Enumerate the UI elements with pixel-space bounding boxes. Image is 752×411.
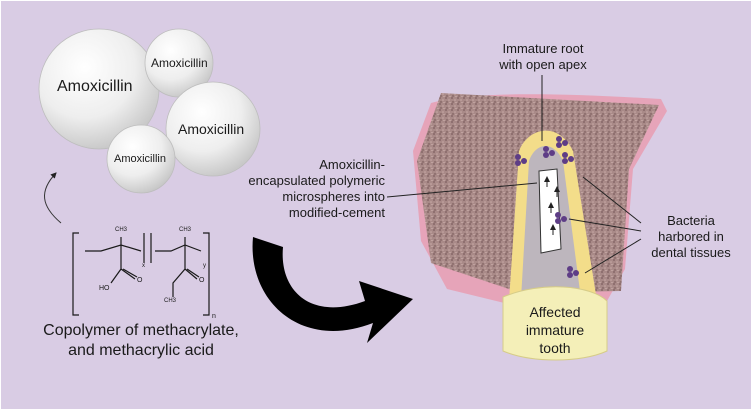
microspheres-label: Amoxicillin- encapsulated polymeric micr… bbox=[245, 157, 385, 221]
pointer-lines bbox=[386, 75, 642, 274]
big-curved-arrow bbox=[252, 237, 413, 343]
label-line: tooth bbox=[539, 340, 571, 356]
label-line: dental tissues bbox=[651, 245, 731, 260]
formula-o: O bbox=[199, 277, 205, 284]
sphere-label: Amoxicillin bbox=[151, 56, 208, 70]
canal-space bbox=[538, 168, 562, 254]
sphere-label: Amoxicillin bbox=[114, 153, 166, 165]
formula-ch3: CH3 bbox=[115, 227, 128, 233]
label-line: harbored in bbox=[658, 229, 724, 244]
label-line: Affected bbox=[529, 304, 581, 320]
formula-subscript-x: x bbox=[142, 263, 145, 269]
label-line: Immature root bbox=[502, 41, 584, 56]
sphere-bottom bbox=[106, 124, 176, 194]
formula-subscript-n: n bbox=[212, 313, 216, 320]
polymer-structure bbox=[72, 232, 210, 316]
formula-o: O bbox=[137, 277, 143, 284]
sphere-label: Amoxicillin bbox=[178, 121, 245, 137]
label-line: microspheres into bbox=[282, 189, 385, 204]
bacteria-clusters bbox=[515, 136, 579, 278]
polymer-caption-line: and methacrylic acid bbox=[68, 342, 214, 359]
label-line: with open apex bbox=[499, 57, 587, 72]
formula-ho: HO bbox=[99, 285, 110, 292]
sphere-label: Amoxicillin bbox=[57, 78, 133, 95]
canal-arrows bbox=[544, 176, 560, 235]
curved-arrow-small bbox=[44, 172, 62, 224]
bacteria-label: Bacteria harbored in dental tissues bbox=[641, 213, 741, 261]
formula-ch3: CH3 bbox=[179, 227, 192, 233]
sphere-right bbox=[165, 81, 261, 177]
polymer-caption: Copolymer of methacrylate, and methacryl… bbox=[23, 321, 259, 361]
tooth-label: Affected immature tooth bbox=[503, 303, 607, 357]
formula-subscript-y: y bbox=[203, 263, 206, 269]
root-label: Immature root with open apex bbox=[473, 41, 613, 73]
label-line: modified-cement bbox=[288, 205, 385, 220]
label-line: immature bbox=[525, 322, 585, 338]
label-line: Bacteria bbox=[667, 213, 715, 228]
formula-ch3: CH3 bbox=[164, 298, 177, 304]
tooth-illustration bbox=[413, 93, 667, 361]
label-line: Amoxicillin- bbox=[319, 157, 385, 172]
label-line: encapsulated polymeric bbox=[248, 173, 385, 188]
tooth-crown bbox=[502, 286, 608, 361]
polymer-caption-line: Copolymer of methacrylate, bbox=[43, 322, 239, 339]
